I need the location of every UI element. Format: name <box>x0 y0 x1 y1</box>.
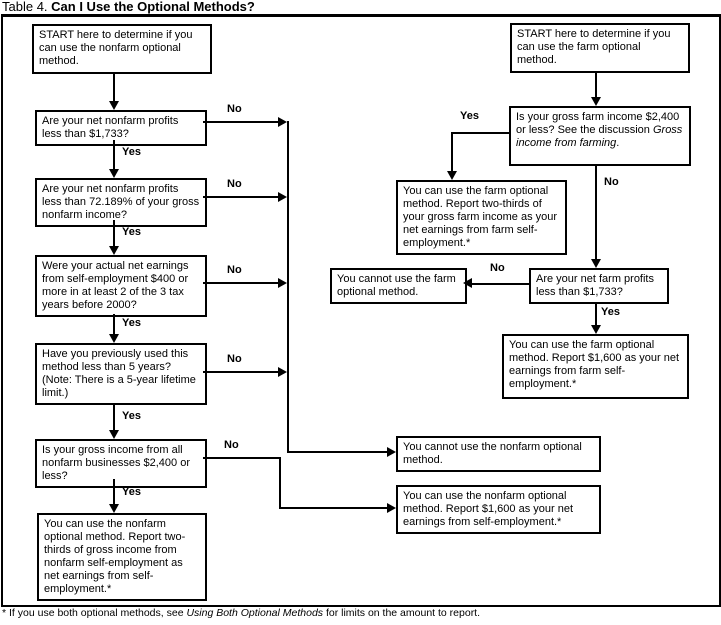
title-bold: Can I Use the Optional Methods? <box>51 0 255 14</box>
box-farm-result-cannot: You cannot use the farm optional method. <box>330 268 467 304</box>
label-yes: Yes <box>122 317 141 329</box>
box-nonfarm-result-two-thirds: You can use the nonfarm optional method.… <box>37 513 207 601</box>
arrowhead-down-icon <box>109 504 119 513</box>
farm-gross-question-italic: Gross income from farming <box>516 124 683 149</box>
arrowhead-down-icon <box>109 334 119 343</box>
connector-q1-no <box>203 121 280 123</box>
connector-q1-yes <box>113 140 115 170</box>
arrowhead-down-icon <box>591 259 601 268</box>
connector-q4-yes <box>113 405 115 431</box>
connector-farm-no-v <box>595 166 597 260</box>
box-nonfarm-percent-question: Are your net nonfarm profits less than 7… <box>35 178 207 227</box>
label-no: No <box>490 262 505 274</box>
box-nonfarm-start: START here to determine if you can use t… <box>32 24 212 74</box>
box-nonfarm-actual-earnings-question: Were your actual net earnings from self-… <box>35 255 207 317</box>
connector-farm-yes-v <box>451 132 453 172</box>
arrowhead-down-icon <box>109 169 119 178</box>
arrowhead-down-icon <box>447 171 457 180</box>
arrowhead-right-icon <box>278 367 287 377</box>
footnote: * If you use both optional methods, see … <box>2 607 480 619</box>
arrowhead-right-icon <box>278 192 287 202</box>
connector-farm-yes-h <box>451 132 511 134</box>
box-nonfarm-net-profits-question: Are your net nonfarm profits less than $… <box>35 110 207 146</box>
arrowhead-right-icon <box>278 117 287 127</box>
label-yes: Yes <box>601 306 620 318</box>
arrowhead-down-icon <box>591 97 601 106</box>
box-farm-result-two-thirds: You can use the farm optional method. Re… <box>396 180 567 255</box>
box-farm-gross-income-question: Is your gross farm income $2,400 or less… <box>509 106 691 166</box>
farm-gross-question-suffix: . <box>616 137 620 149</box>
farm-gross-question-text: Is your gross farm income $2,400 or less… <box>516 111 680 136</box>
page-title: Table 4. Can I Use the Optional Methods? <box>2 0 255 14</box>
label-no: No <box>227 264 242 276</box>
footnote-italic: Using Both Optional Methods <box>186 607 324 619</box>
label-no: No <box>224 439 239 451</box>
label-no: No <box>604 176 619 188</box>
box-nonfarm-previous-use-question: Have you previously used this method les… <box>35 343 207 405</box>
connector-q5-no-v <box>279 457 281 509</box>
connector-farm-q2-no <box>472 283 530 285</box>
connector-q3-no <box>203 282 280 284</box>
box-farm-net-profits-question: Are your net farm profits less than $1,7… <box>529 268 669 304</box>
connector-no-collector <box>287 121 289 453</box>
arrowhead-right-icon <box>278 278 287 288</box>
box-nonfarm-result-1600: You can use the nonfarm optional method.… <box>396 485 601 534</box>
label-yes: Yes <box>122 486 141 498</box>
arrowhead-down-icon <box>109 430 119 439</box>
footnote-suffix: for limits on the amount to report. <box>323 607 481 619</box>
arrowhead-down-icon <box>109 101 119 110</box>
connector-q4-no <box>203 371 280 373</box>
connector-q5-yes <box>113 479 115 505</box>
label-yes: Yes <box>122 226 141 238</box>
arrowhead-right-icon <box>387 447 396 457</box>
connector-q5-no-h1 <box>203 457 281 459</box>
connector-q5-no-h2 <box>279 507 388 509</box>
arrowhead-down-icon <box>109 246 119 255</box>
label-no: No <box>227 103 242 115</box>
label-no: No <box>227 353 242 365</box>
connector-farm-start-to-q1 <box>595 73 597 98</box>
label-no: No <box>227 178 242 190</box>
title-prefix: Table 4. <box>2 0 52 14</box>
connector-start-to-q1 <box>113 74 115 102</box>
connector-q2-yes <box>113 220 115 247</box>
arrowhead-left-icon <box>463 278 472 288</box>
box-farm-start: START here to determine if you can use t… <box>510 23 690 73</box>
label-yes: Yes <box>122 146 141 158</box>
box-nonfarm-result-cannot: You cannot use the nonfarm optional meth… <box>396 436 601 472</box>
connector-q3-yes <box>113 314 115 335</box>
connector-farm-q2-yes <box>595 302 597 326</box>
label-yes: Yes <box>122 410 141 422</box>
connector-collector-to-cannot <box>287 451 388 453</box>
box-nonfarm-gross-income-question: Is your gross income from all nonfarm bu… <box>35 439 207 488</box>
box-farm-result-1600: You can use the farm optional method. Re… <box>502 334 689 399</box>
connector-q2-no <box>203 196 280 198</box>
arrowhead-right-icon <box>387 503 396 513</box>
label-yes: Yes <box>460 110 479 122</box>
arrowhead-down-icon <box>591 325 601 334</box>
footnote-prefix: * If you use both optional methods, see <box>2 607 187 619</box>
